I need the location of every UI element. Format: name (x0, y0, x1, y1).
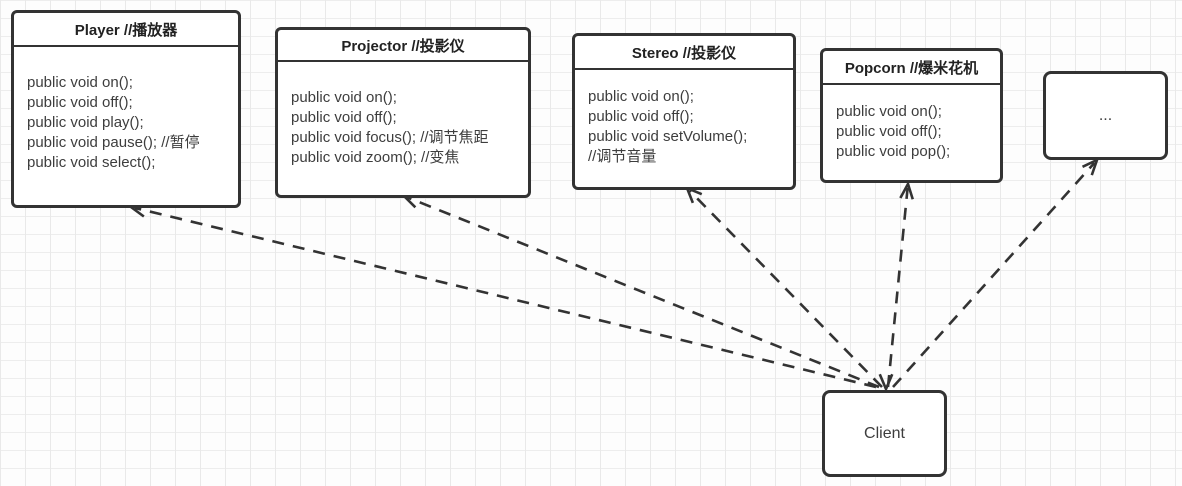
method-line: public void select(); (27, 154, 156, 171)
method-line: public void on(); (836, 103, 942, 120)
class-title-player: Player //播放器 (14, 13, 238, 47)
class-methods-stereo: public void on(); public void off(); publi… (575, 70, 793, 167)
method-line: public void off(); (836, 123, 942, 140)
method-line: public void zoom(); //变焦 (291, 149, 460, 166)
dependency-client-to-stereo[interactable] (688, 189, 883, 388)
method-line: public void off(); (291, 109, 397, 126)
method-line: public void off(); (27, 94, 133, 111)
method-line: public void pop(); (836, 143, 951, 160)
class-methods-player: public void on(); public void off(); publi… (14, 47, 238, 173)
method-line: public void off(); (588, 108, 694, 125)
method-line: public void on(); (27, 74, 133, 91)
method-line: public void setVolume(); (588, 128, 748, 145)
method-line: public void on(); (588, 88, 694, 105)
method-line: public void pause(); //暂停 (27, 134, 200, 151)
class-methods-projector: public void on(); public void off(); publi… (278, 62, 528, 168)
dependency-client-to-etc[interactable] (892, 162, 1096, 388)
class-title-stereo: Stereo //投影仪 (575, 36, 793, 70)
method-line: //调节音量 (588, 148, 657, 165)
class-title-projector: Projector //投影仪 (278, 30, 528, 62)
dependency-client-to-popcorn[interactable] (886, 187, 909, 388)
etc-box[interactable]: ... (1043, 71, 1168, 160)
class-methods-popcorn: public void on(); public void off(); publi… (823, 85, 1000, 162)
method-line: public void focus(); //调节焦距 (291, 129, 489, 146)
class-title-popcorn: Popcorn //爆米花机 (823, 51, 1000, 85)
client-box[interactable]: Client (822, 390, 947, 477)
dependency-client-to-player[interactable] (134, 206, 877, 389)
dependency-client-to-projector[interactable] (407, 196, 880, 389)
method-line: public void play(); (27, 114, 144, 131)
method-line: public void on(); (291, 89, 397, 106)
